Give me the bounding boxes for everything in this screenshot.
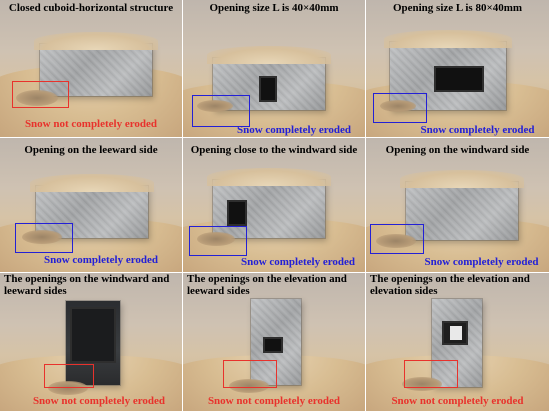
erosion-note: Snow completely eroded bbox=[43, 254, 159, 266]
erosion-note: Snow completely eroded bbox=[420, 124, 535, 136]
erosion-depression bbox=[22, 230, 62, 244]
snow-cap bbox=[207, 168, 331, 186]
erosion-depression bbox=[197, 232, 235, 246]
erosion-depression bbox=[197, 100, 233, 112]
erosion-depression bbox=[376, 234, 416, 248]
light-through-opening bbox=[450, 326, 462, 340]
panel-caption: Closed cuboid-horizontal structure bbox=[8, 2, 174, 14]
opening bbox=[434, 66, 484, 92]
panel-caption: The openings on the elevation and elevat… bbox=[370, 273, 530, 297]
opening bbox=[442, 321, 468, 345]
panel-caption: The openings on the elevation and leewar… bbox=[187, 273, 347, 297]
blue-marker-box bbox=[192, 95, 250, 127]
erosion-note: Snow not completely eroded bbox=[32, 395, 166, 407]
opening bbox=[263, 337, 283, 353]
erosion-depression bbox=[48, 381, 88, 395]
panel-openings-windward-leeward: The openings on the windward and leeward… bbox=[0, 273, 183, 412]
metal-model bbox=[400, 170, 524, 240]
panel-openings-elevation-elevation: The openings on the elevation and elevat… bbox=[366, 273, 550, 412]
red-marker-box bbox=[223, 360, 277, 388]
erosion-note: Snow not completely eroded bbox=[391, 395, 524, 407]
metal-model bbox=[30, 174, 154, 238]
panel-caption: Opening size L is 80×40mm bbox=[392, 2, 523, 14]
erosion-note: Snow completely eroded bbox=[236, 124, 352, 136]
opening bbox=[259, 76, 277, 102]
blue-marker-box bbox=[15, 223, 73, 253]
red-marker-box bbox=[404, 360, 458, 388]
panel-caption: Opening on the windward side bbox=[385, 144, 530, 156]
snow-cap bbox=[400, 170, 524, 188]
panel-opening-40x40: Opening size L is 40×40mm Snow completel… bbox=[183, 0, 366, 138]
erosion-note: Snow completely eroded bbox=[240, 256, 356, 268]
metal-model bbox=[384, 30, 512, 110]
panel-caption: Opening close to the windward side bbox=[190, 144, 358, 156]
panel-opening-windward: Opening on the windward side Snow comple… bbox=[366, 138, 550, 273]
panel-opening-80x40: Opening size L is 80×40mm Snow completel… bbox=[366, 0, 550, 138]
panel-caption: The openings on the windward and leeward… bbox=[4, 273, 170, 297]
blue-marker-box bbox=[189, 226, 247, 256]
panel-opening-near-windward: Opening close to the windward side Snow … bbox=[183, 138, 366, 273]
snow-cap bbox=[384, 30, 512, 48]
erosion-note: Snow completely eroded bbox=[424, 256, 539, 268]
opening bbox=[227, 200, 247, 226]
metal-model bbox=[34, 32, 158, 96]
snow-cap bbox=[34, 32, 158, 50]
snow-cap bbox=[30, 174, 154, 192]
panel-caption: Opening size L is 40×40mm bbox=[209, 2, 339, 14]
panel-openings-elevation-leeward: The openings on the elevation and leewar… bbox=[183, 273, 366, 412]
metal-model bbox=[66, 301, 120, 385]
erosion-depression bbox=[229, 379, 269, 393]
blue-marker-box bbox=[370, 224, 424, 254]
red-marker-box bbox=[12, 81, 69, 108]
erosion-note: Snow not completely eroded bbox=[24, 118, 158, 130]
panel-opening-leeward: Opening on the leeward side Snow complet… bbox=[0, 138, 183, 273]
red-marker-box bbox=[44, 364, 94, 388]
panel-caption: Opening on the leeward side bbox=[24, 144, 158, 156]
panel-closed-cuboid: Closed cuboid-horizontal structure Snow … bbox=[0, 0, 183, 138]
metal-model bbox=[207, 168, 331, 238]
opening bbox=[70, 307, 116, 363]
erosion-depression bbox=[16, 90, 58, 106]
snow-cap bbox=[207, 46, 331, 64]
erosion-depression bbox=[380, 100, 416, 112]
metal-model bbox=[207, 46, 331, 110]
erosion-note: Snow not completely eroded bbox=[207, 395, 341, 407]
blue-marker-box bbox=[373, 93, 427, 123]
